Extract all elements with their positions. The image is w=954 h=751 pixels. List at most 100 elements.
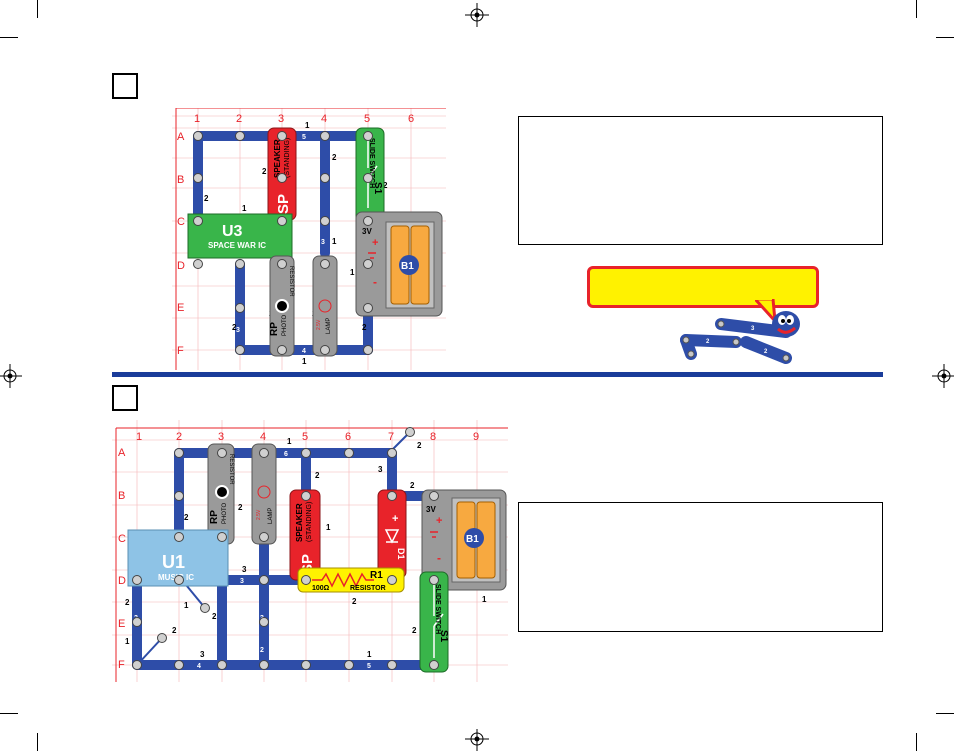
svg-text:3: 3 [321,239,325,246]
top-switch-code: S1 [372,182,383,195]
row-label: B [118,490,125,502]
svg-text:2: 2 [410,481,415,490]
column-label: 4 [260,431,266,443]
bottom-resistor-name: RESISTOR [350,585,386,592]
svg-text:1: 1 [287,437,292,446]
top-battery-plus: + [372,237,378,249]
crop-mark [936,713,954,714]
bottom-switch-name: SLIDE SWITCH [434,584,441,634]
top-speaker-name: SPEAKER [273,139,282,178]
row-label: C [177,216,185,228]
row-label: D [177,260,185,272]
column-label: 6 [345,431,351,443]
top-circuit-diagram: 1 2 3 4 5 6 A B C D E F 5 3 3 3 4 1 2 1 … [172,108,446,370]
column-label: 2 [176,431,182,443]
svg-text:2: 2 [260,647,264,654]
top-battery-code: B1 [401,261,414,272]
top-lamp-name: LAMP [326,318,332,334]
row-label: A [177,131,185,143]
svg-text:2: 2 [315,471,320,480]
row-label: A [118,447,126,459]
top-battery-minus: - [373,275,377,289]
svg-text:1: 1 [326,523,331,532]
crop-mark [916,0,917,18]
svg-text:2: 2 [417,441,422,450]
column-label: 3 [278,113,284,125]
top-photo-code: RP [269,322,280,336]
speech-callout [587,266,819,308]
crop-mark [37,733,38,751]
svg-text:2: 2 [184,513,189,522]
svg-text:2: 2 [238,503,243,512]
registration-mark-right [932,364,954,388]
text-panel-bottom [518,502,883,632]
top-photo-name: PHOTO [282,314,288,336]
snappy-mascot: 232 [680,311,800,364]
svg-text:3: 3 [378,465,383,474]
bottom-resistor-value: 100Ω [312,585,330,592]
bottom-ic-code: U1 [162,552,185,572]
crop-mark [0,37,18,38]
crop-mark [916,733,917,751]
svg-text:1: 1 [125,637,130,646]
column-label: 1 [194,113,200,125]
column-label: 1 [136,431,142,443]
svg-text:1: 1 [367,650,372,659]
svg-text:2: 2 [383,181,388,190]
top-ic-name: SPACE WAR IC [208,241,266,250]
top-switch-name: SLIDE SWITCH [368,138,375,188]
text-panel-top [518,116,883,245]
row-label: E [118,618,125,630]
svg-text:4: 4 [302,348,306,355]
bottom-lamp-name: LAMP [268,508,274,524]
step-checkbox-top [112,73,138,99]
svg-text:2: 2 [412,626,417,635]
callout-tail [755,299,777,323]
bottom-battery-code: B1 [466,534,479,545]
bottom-photo-code: RP [209,510,220,524]
svg-text:2: 2 [204,194,209,203]
svg-text:4: 4 [197,663,201,670]
row-label: C [118,533,126,545]
svg-text:2: 2 [352,597,357,606]
crop-mark [37,0,38,18]
bottom-led-code: D1 [396,548,406,560]
top-speaker-code: SP [275,194,292,214]
svg-text:1: 1 [302,357,307,366]
svg-text:2: 2 [232,323,237,332]
bottom-speaker-sub: (STANDING) [306,502,313,542]
bottom-battery-volt: 3V [426,505,436,514]
column-label: 4 [321,113,327,125]
svg-text:3: 3 [200,650,205,659]
svg-text:1: 1 [482,595,487,604]
svg-text:5: 5 [302,134,306,141]
svg-text:2: 2 [212,612,217,621]
svg-text:2: 2 [362,323,367,332]
row-label: E [177,302,184,314]
svg-text:3: 3 [240,578,244,585]
svg-text:1: 1 [184,601,189,610]
crop-mark [0,713,18,714]
svg-text:3: 3 [751,326,755,332]
column-label: 3 [218,431,224,443]
bottom-battery-minus: - [437,551,441,565]
section-divider [112,372,883,377]
row-label: D [118,575,126,587]
bottom-speaker-name: SPEAKER [295,503,304,542]
column-label: 9 [473,431,479,443]
svg-text:1: 1 [332,237,337,246]
registration-mark-bottom [465,729,489,751]
bottom-circuit-diagram: 1 2 3 4 5 6 7 8 9 A B C D E F 6 3 3 [112,420,508,682]
row-label: F [118,659,125,671]
column-label: 5 [364,113,370,125]
column-label: 5 [302,431,308,443]
row-label: B [177,174,184,186]
svg-text:3: 3 [236,327,240,334]
top-photo-name2: RESISTOR [288,266,294,297]
svg-text:5: 5 [367,663,371,670]
step-checkbox-bottom [112,385,138,411]
svg-text:2: 2 [172,626,177,635]
svg-text:2: 2 [262,167,267,176]
column-label: 2 [236,113,242,125]
bottom-switch-code: S1 [438,630,449,643]
